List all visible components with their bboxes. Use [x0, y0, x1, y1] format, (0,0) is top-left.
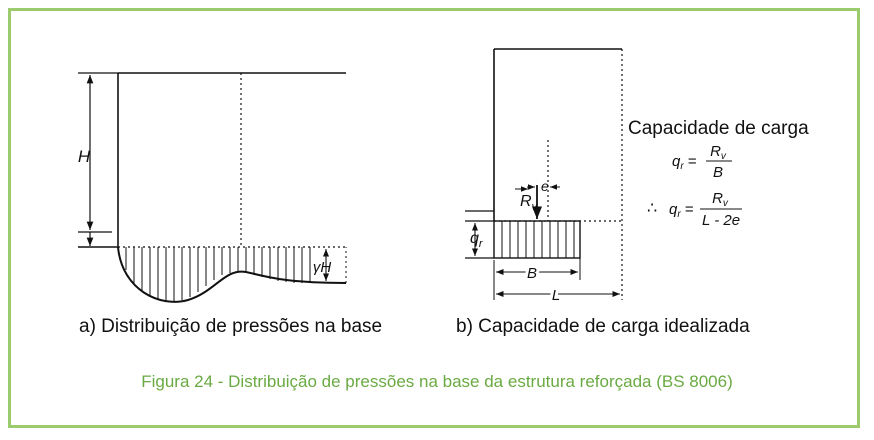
svg-text:L - 2e: L - 2e	[702, 212, 740, 229]
height-label: H	[78, 147, 91, 166]
figure-caption: Figura 24 - Distribuição de pressões na …	[141, 372, 733, 391]
subcaption-a: a) Distribuição de pressões na base	[79, 316, 383, 337]
formula-1: qr = Rv B	[672, 143, 732, 181]
wall-diagram-a	[78, 72, 347, 303]
svg-text:Rv: Rv	[712, 190, 729, 209]
subcaption-b: b) Capacidade de carga idealizada	[456, 316, 750, 337]
svg-text:Rv: Rv	[710, 143, 727, 162]
pressure-block	[493, 220, 581, 259]
qr-label: qr	[470, 230, 484, 250]
figure-frame	[8, 8, 860, 428]
pressure-block-hatch	[501, 221, 575, 258]
capacity-heading: Capacidade de carga	[628, 118, 809, 139]
svg-text:qr =: qr =	[672, 153, 697, 172]
eccentricity-label: e	[541, 178, 549, 194]
svg-text:∴: ∴	[647, 200, 657, 217]
pressure-hatch	[125, 247, 311, 302]
svg-text:qr =: qr =	[669, 201, 694, 220]
pressure-curve	[117, 246, 347, 303]
wall-diagram-b	[465, 48, 623, 300]
length-L-label: L	[552, 287, 560, 304]
width-B-label: B	[527, 265, 537, 282]
resultant-label: Rv	[520, 193, 539, 213]
formula-2: ∴ qr = Rv L - 2e	[647, 190, 742, 229]
pressure-label-a: γH	[313, 259, 332, 276]
svg-text:B: B	[713, 164, 723, 181]
